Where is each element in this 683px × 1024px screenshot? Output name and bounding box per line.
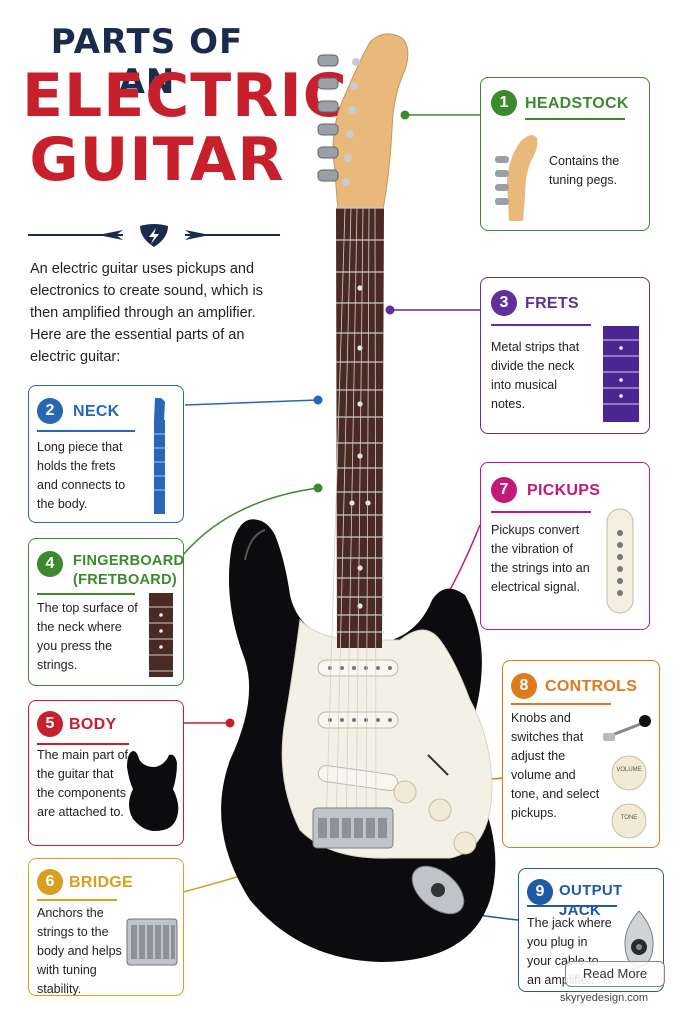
bridge-thumbnail xyxy=(126,918,178,966)
card-heading: CONTROLS xyxy=(545,678,638,695)
headstock xyxy=(317,33,409,211)
card-number: 1 xyxy=(491,90,517,116)
volume-knob-label: VOLUME xyxy=(616,767,641,773)
heading-underline xyxy=(37,430,135,432)
card-heading: HEADSTOCK xyxy=(525,95,629,112)
card-fingerboard: 4 FINGERBOARD (FRETBOARD) The top surfac… xyxy=(28,538,184,686)
card-number: 7 xyxy=(491,477,517,503)
card-heading: FRETS xyxy=(525,295,579,312)
watermark: skyryedesign.com xyxy=(560,992,649,1004)
heading-underline xyxy=(37,593,135,595)
card-number: 9 xyxy=(527,879,553,905)
card-neck: 2 NECK Long piece that holds the frets a… xyxy=(28,385,184,523)
card-number: 8 xyxy=(511,673,537,699)
card-heading: BODY xyxy=(69,716,117,733)
headstock-thumbnail xyxy=(495,135,538,221)
heading-underline xyxy=(37,743,129,745)
card-description: The main part of the guitar that the com… xyxy=(37,748,129,819)
intro-text: An electric guitar uses pickups and elec… xyxy=(30,261,263,365)
title-line-1: PARTS OF AN xyxy=(50,22,244,102)
heading-underline xyxy=(37,899,117,901)
card-description: Anchors the strings to the body and help… xyxy=(37,906,122,996)
heading-underline xyxy=(525,118,625,120)
heading-underline xyxy=(527,905,617,907)
tone-knob-label: TONE xyxy=(621,815,638,821)
read-more-button[interactable]: Read More xyxy=(565,961,665,987)
card-heading: NECK xyxy=(73,403,120,420)
card-body: 5 BODY The main part of the guitar that … xyxy=(28,700,184,846)
card-number: 5 xyxy=(37,711,63,737)
bridge xyxy=(312,807,394,849)
card-frets: 3 FRETS Metal strips that divide the nec… xyxy=(480,277,650,434)
fingerboard-thumbnail xyxy=(149,593,173,677)
card-description: Contains the tuning pegs. xyxy=(549,154,620,187)
controls xyxy=(393,754,477,855)
pickup-thumbnail xyxy=(606,508,634,614)
card-number: 3 xyxy=(491,290,517,316)
card-description: Metal strips that divide the neck into m… xyxy=(491,340,580,411)
card-headstock: 1 HEADSTOCK Contains the tuning pegs. xyxy=(480,77,650,231)
card-heading: FINGERBOARD xyxy=(73,553,184,569)
card-pickups: 7 PICKUPS Pickups convert the vibration … xyxy=(480,462,650,630)
card-description: Knobs and switches that adjust the volum… xyxy=(511,711,600,820)
heading-underline xyxy=(511,703,611,705)
heading-underline xyxy=(491,511,591,513)
card-number: 2 xyxy=(37,398,63,424)
card-number: 6 xyxy=(37,869,63,895)
neck-thumbnail xyxy=(154,398,165,514)
card-description: Pickups convert the vibration of the str… xyxy=(491,523,590,594)
lightning-icon xyxy=(149,228,159,244)
heading-underline xyxy=(491,324,591,326)
card-heading-line-2: (FRETBOARD) xyxy=(73,572,177,588)
card-description: The top surface of the neck where you pr… xyxy=(37,601,138,672)
controls-thumbnail: VOLUME TONE xyxy=(603,715,651,839)
card-number: 4 xyxy=(37,551,63,577)
card-controls: 8 CONTROLS Knobs and switches that adjus… xyxy=(502,660,660,848)
title-divider xyxy=(28,224,280,247)
strings xyxy=(325,207,377,831)
body-thumbnail xyxy=(127,751,179,831)
output-jack-thumbnail xyxy=(624,910,654,968)
tuning-pegs xyxy=(317,54,339,182)
card-description: Long piece that holds the frets and conn… xyxy=(37,440,126,511)
frets-thumbnail xyxy=(603,326,639,422)
output-jack xyxy=(411,865,465,915)
card-bridge: 6 BRIDGE Anchors the strings to the body… xyxy=(28,858,184,996)
card-heading: BRIDGE xyxy=(69,874,134,891)
card-heading: PICKUPS xyxy=(527,482,601,499)
title-line-3: GUITAR xyxy=(29,125,285,195)
